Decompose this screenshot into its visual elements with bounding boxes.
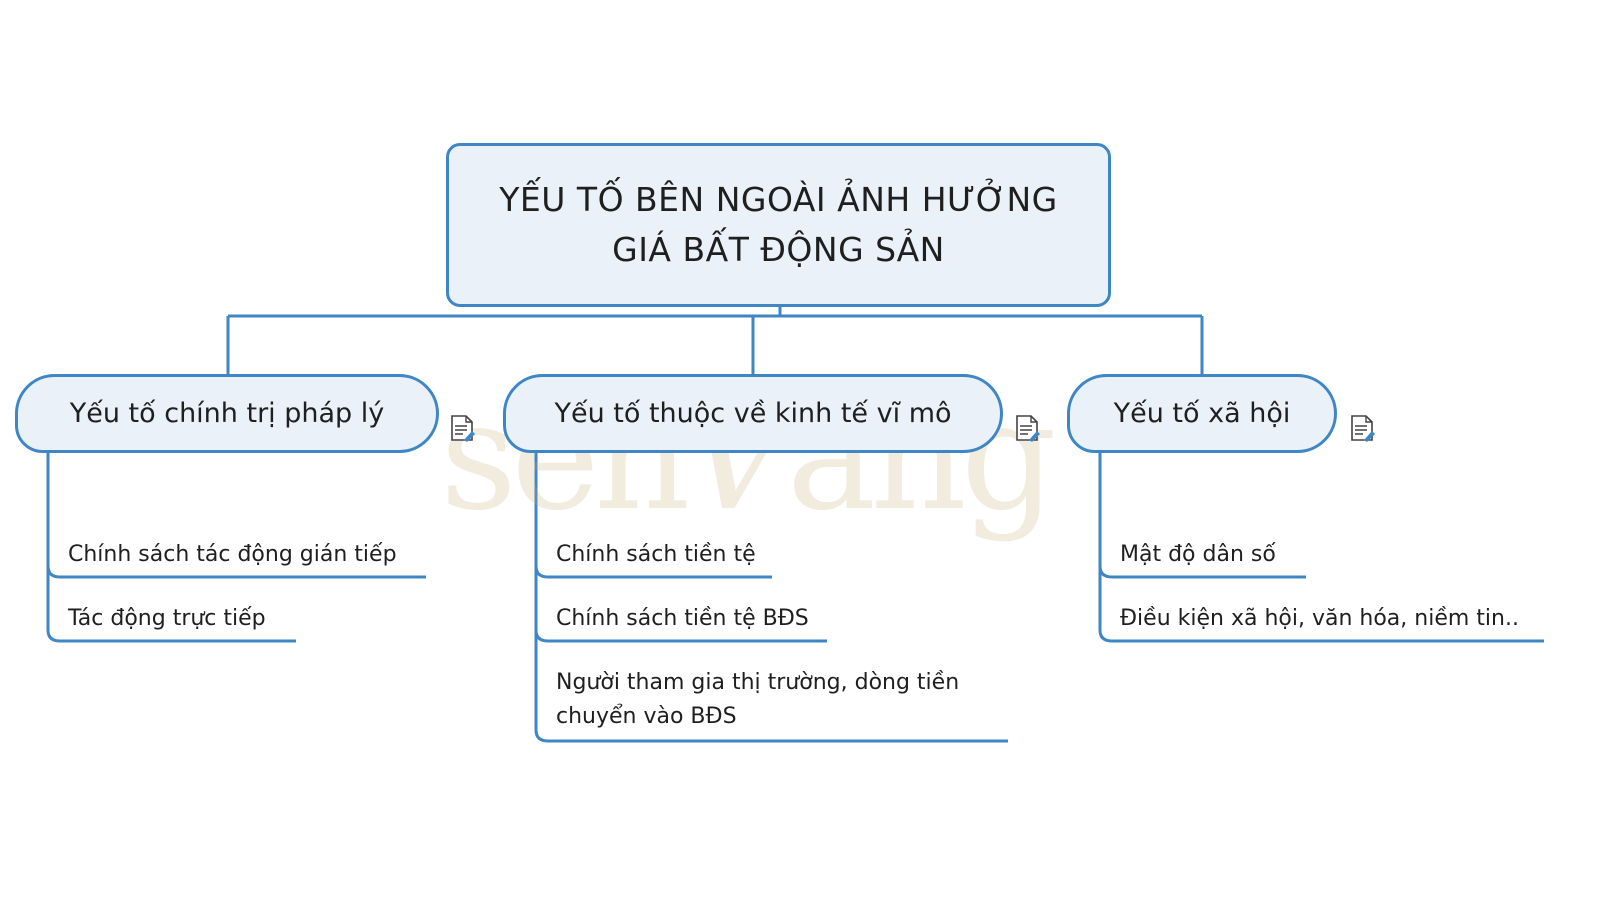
branch-label: Yếu tố xã hội [1113,398,1291,429]
subtopic-item[interactable]: Chính sách tiền tệ [556,542,756,567]
central-topic-line-1: YẾU TỐ BÊN NGOÀI ẢNH HƯỞNG [499,180,1058,219]
central-topic-line-2: GIÁ BẤT ĐỘNG SẢN [612,230,945,269]
connector-sub-2c [534,630,1008,743]
note-icon[interactable] [1015,414,1041,444]
subtopic-item[interactable]: Người tham gia thị trường, dòng tiền chu… [556,670,960,729]
subtopic-item[interactable]: Chính sách tiền tệ BĐS [556,606,809,631]
note-icon[interactable] [1350,414,1376,444]
connector-sub-3b [1098,566,1544,643]
subtopic-item[interactable]: Tác động trực tiếp [68,606,266,631]
branch-label: Yếu tố chính trị pháp lý [69,398,385,429]
branch-social[interactable]: Yếu tố xã hội [1067,374,1337,453]
subtopic-item[interactable]: Chính sách tác động gián tiếp [68,542,397,567]
note-icon[interactable] [450,414,476,444]
connector-sub-1b [46,566,296,643]
branch-political-legal[interactable]: Yếu tố chính trị pháp lý [15,374,439,453]
branch-macroeconomic[interactable]: Yếu tố thuộc về kinh tế vĩ mô [503,374,1003,453]
subtopic-item[interactable]: Mật độ dân số [1120,542,1276,567]
branch-label: Yếu tố thuộc về kinh tế vĩ mô [554,398,952,429]
central-topic[interactable]: YẾU TỐ BÊN NGOÀI ẢNH HƯỞNG GIÁ BẤT ĐỘNG … [446,143,1111,307]
subtopic-item[interactable]: Điều kiện xã hội, văn hóa, niềm tin.. [1120,606,1519,631]
